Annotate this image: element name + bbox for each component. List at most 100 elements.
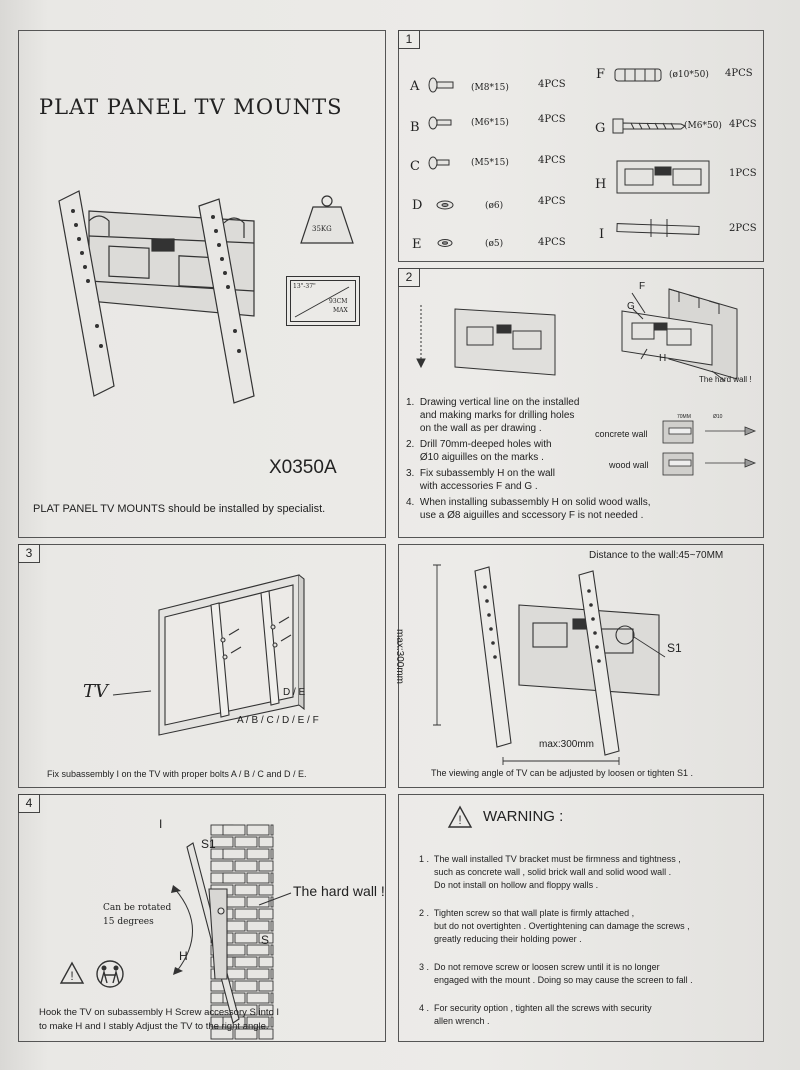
warning-1-line-2: such as concrete wall , solid brick wall… bbox=[419, 867, 672, 877]
brick bbox=[234, 1028, 258, 1040]
part-g-spec: (M6*50) bbox=[684, 121, 722, 131]
de-label: D / E bbox=[283, 687, 306, 698]
part-d-qty: 4PCS bbox=[538, 196, 566, 207]
s1-label: S1 bbox=[667, 641, 682, 655]
panel-2-wall-install: 2 bbox=[398, 268, 764, 538]
warning-2-line-3: greatly reducing their holding power . bbox=[419, 934, 582, 944]
label-g: G bbox=[627, 301, 635, 312]
brick bbox=[270, 848, 274, 860]
brick bbox=[210, 860, 234, 872]
brick bbox=[258, 932, 274, 944]
concrete-wall-label: concrete wall bbox=[595, 429, 648, 439]
warning-triangle-icon: ! bbox=[59, 961, 85, 984]
tv-label-pointer bbox=[112, 690, 152, 696]
warning-3-line-1: 3 . Do not remove screw or loosen screw … bbox=[419, 962, 660, 972]
brick bbox=[246, 1016, 270, 1028]
brick bbox=[222, 848, 246, 860]
brick bbox=[258, 1028, 274, 1040]
part-i-letter: I bbox=[599, 227, 605, 242]
brick bbox=[258, 980, 274, 992]
svg-text:!: ! bbox=[458, 813, 461, 827]
parts-f-i-icons bbox=[612, 68, 710, 237]
step-number-3: 3 bbox=[18, 544, 40, 563]
part-e-letter: E bbox=[412, 237, 422, 252]
size-range: 13"-37" bbox=[293, 283, 316, 290]
part-e-qty: 4PCS bbox=[538, 237, 566, 248]
step-line-1: 1. Drawing vertical line on the installe… bbox=[406, 397, 580, 408]
warning-1-line-3: Do not install on hollow and floppy wall… bbox=[419, 880, 599, 890]
brick bbox=[222, 872, 246, 884]
distance-label: Distance to the wall:45~70MM bbox=[589, 550, 724, 561]
brick bbox=[234, 932, 258, 944]
hard-wall-pointer bbox=[258, 892, 292, 906]
panel-4-hook: 4 I S1 H S The hard wall ! Can be rotate… bbox=[18, 794, 386, 1042]
brick bbox=[246, 896, 270, 908]
warning-2-line-1: 2 . Tighten screw so that wall plate is … bbox=[419, 908, 635, 918]
part-d-spec: (ø6) bbox=[485, 201, 504, 211]
panel-3-caption: Fix subassembly I on the TV with proper … bbox=[47, 769, 307, 779]
brick bbox=[246, 824, 270, 836]
brick bbox=[246, 920, 270, 932]
part-f-spec: (ø10*50) bbox=[669, 70, 709, 80]
warning-2-line-2: but do not overtighten . Overtightening … bbox=[419, 921, 690, 931]
warning-1-line-1: 1 . The wall installed TV bracket must b… bbox=[419, 854, 681, 864]
part-a-qty: 4PCS bbox=[538, 79, 566, 90]
brick bbox=[270, 872, 274, 884]
bracket-illustration bbox=[58, 190, 255, 404]
brick bbox=[210, 1028, 234, 1040]
part-a-letter: A bbox=[410, 79, 420, 94]
brick bbox=[270, 824, 274, 836]
wood-wall-label: wood wall bbox=[609, 460, 649, 470]
dim-70mm: 70MM bbox=[677, 414, 691, 420]
size-cm: 93CM bbox=[329, 298, 348, 305]
part-d-letter: D bbox=[412, 198, 423, 213]
step-line-2: and making marks for drilling holes bbox=[406, 410, 575, 421]
hard-wall-label-4: The hard wall ! bbox=[293, 883, 385, 899]
brick bbox=[258, 956, 274, 968]
parts-a-e-icons bbox=[428, 77, 454, 247]
brick bbox=[234, 980, 258, 992]
main-panel: PLAT PANEL TV MOUNTS bbox=[18, 30, 386, 538]
brick bbox=[270, 1016, 274, 1028]
part-i-qty: 2PCS bbox=[729, 223, 757, 234]
step-line-7: with accessories F and G . bbox=[406, 481, 538, 492]
brick bbox=[270, 944, 274, 956]
brick bbox=[234, 908, 258, 920]
part-c-qty: 4PCS bbox=[538, 155, 566, 166]
part-f-letter: F bbox=[596, 67, 606, 82]
brick bbox=[246, 968, 270, 980]
part-e-spec: (ø5) bbox=[485, 239, 504, 249]
part-h-qty: 1PCS bbox=[729, 168, 757, 179]
panel-3-tv-fix: 3 TV D / E A / B / C / D / E / F Fix sub… bbox=[18, 544, 386, 788]
label-f: F bbox=[639, 281, 646, 292]
label-h: H bbox=[179, 949, 188, 963]
hook-side-illustration bbox=[186, 842, 245, 1024]
dim-10mm: Ø10 bbox=[713, 414, 723, 420]
part-g-qty: 4PCS bbox=[729, 119, 757, 130]
tv-back-illustration bbox=[158, 574, 305, 736]
weight-icon bbox=[300, 195, 354, 244]
install-note: PLAT PANEL TV MOUNTS should be installed… bbox=[33, 503, 326, 515]
brick bbox=[270, 992, 274, 1004]
brick bbox=[234, 956, 258, 968]
panel-4-caption-2: to make H and I stably Adjust the TV to … bbox=[39, 1021, 269, 1032]
max-vertical-label: max:300mm bbox=[394, 629, 405, 685]
bracket-distance-illustration bbox=[433, 564, 666, 765]
svg-text:!: ! bbox=[70, 969, 73, 983]
warning-4-line-2: allen wrench . bbox=[419, 1016, 490, 1026]
model-number: X0350A bbox=[269, 457, 337, 478]
part-c-spec: (M5*15) bbox=[471, 158, 509, 168]
step-line-8: 4. When installing subassembly H on soli… bbox=[406, 497, 651, 508]
part-b-letter: B bbox=[410, 120, 420, 135]
bolts-label: A / B / C / D / E / F bbox=[237, 715, 319, 726]
part-a-spec: (M8*15) bbox=[471, 83, 509, 93]
brick bbox=[270, 920, 274, 932]
warning-4-line-1: 4 . For security option , tighten all th… bbox=[419, 1003, 652, 1013]
tv-label: TV bbox=[83, 681, 109, 702]
label-s1: S1 bbox=[201, 837, 216, 851]
panel-distance: Distance to the wall:45~70MM bbox=[394, 544, 764, 788]
label-h: H bbox=[659, 353, 667, 364]
brick bbox=[246, 944, 270, 956]
part-c-letter: C bbox=[410, 159, 420, 174]
